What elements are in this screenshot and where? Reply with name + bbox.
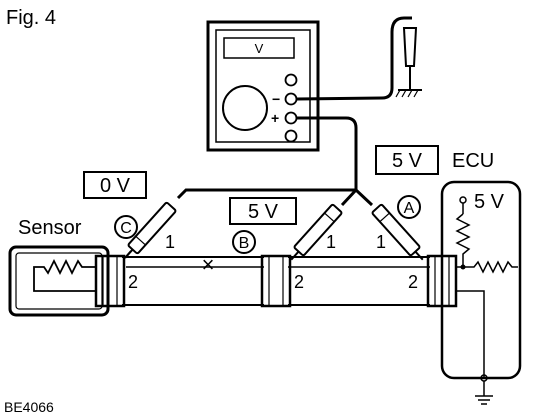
probe-a-marker (397, 195, 421, 219)
reading-a-box (375, 145, 439, 175)
reading-c-box (83, 171, 147, 199)
probe-b-letter: B (239, 235, 250, 252)
probe-c-letter: C (120, 220, 132, 237)
meter-jack-4 (284, 129, 298, 143)
meter-jack-1 (284, 73, 298, 87)
reading-b-box (229, 197, 297, 225)
lead-to-probe-b (340, 188, 358, 207)
ground-probe-handle (402, 27, 418, 67)
probe-c-wire: 1 (165, 232, 175, 252)
connector-detail (379, 212, 390, 223)
figure-label: Fig. 4 (6, 7, 56, 29)
reading-b: 5 V (248, 201, 279, 223)
negative-test-lead (296, 16, 412, 101)
reading-c: 0 V (100, 175, 131, 197)
ecu-label: ECU (452, 150, 494, 172)
voltmeter-body (206, 20, 320, 152)
ground-hatch-1 (395, 89, 401, 98)
probe-a-letter: A (404, 200, 415, 217)
sensor-pin-label: 2 (128, 272, 138, 292)
probe-b-handle (293, 203, 343, 257)
meter-jack-positive (284, 111, 298, 125)
probe-a-wire: 1 (376, 232, 386, 252)
lead-to-probe-c (176, 188, 356, 200)
sensor-body (8, 245, 110, 317)
sensor-connector (94, 254, 126, 308)
sensor-label: Sensor (18, 217, 82, 239)
probe-a-tip (414, 250, 424, 261)
open-circuit-mark: × (202, 252, 215, 277)
probe-a: A 1 (371, 195, 424, 261)
figure-code: BE4066 (4, 399, 54, 415)
probe-c: C 1 (114, 201, 177, 259)
ground-hatch-2 (401, 89, 407, 98)
connector-detail (135, 235, 146, 246)
ecu-input-resistor (456, 260, 518, 274)
minus-sign: − (272, 91, 280, 107)
voltmeter-display (223, 37, 295, 59)
sensor-body-inner (15, 252, 103, 310)
lead-to-probe-a (354, 188, 374, 207)
ecu-unit: 5 V (440, 180, 522, 405)
probe-c-marker (114, 215, 138, 239)
meter-jack-negative (284, 92, 298, 106)
probe-b-tip (290, 250, 300, 261)
probe-b: B 1 (232, 203, 343, 261)
ecu-ground-wire (456, 290, 485, 378)
reading-a: 5 V (392, 150, 423, 172)
ecu-supply-node (459, 196, 467, 204)
voltmeter-dial (222, 85, 268, 131)
voltmeter: V − + (206, 20, 320, 152)
probe-a-handle (371, 203, 421, 257)
plus-sign: + (271, 110, 279, 126)
voltmeter-inner-frame (215, 29, 311, 143)
ground-probe (395, 27, 422, 98)
ground-hatch-3 (407, 89, 413, 98)
connector-b-pin-label: 2 (294, 272, 304, 292)
ecu-pullup-resistor (455, 213, 471, 267)
ground-hatch-4 (413, 89, 419, 98)
harness (122, 256, 430, 306)
probe-c-handle (127, 201, 177, 255)
connector-detail (124, 250, 132, 259)
voltmeter-display-unit: V (255, 41, 264, 56)
ecu-pin-label: 2 (408, 272, 418, 292)
connector-detail (324, 212, 335, 223)
sensor-resistor (33, 258, 96, 292)
ecu-supply-voltage: 5 V (474, 191, 505, 213)
probe-b-wire: 1 (326, 232, 336, 252)
probe-b-marker (232, 230, 256, 254)
positive-test-lead (297, 116, 358, 190)
intermediate-connector (260, 254, 292, 308)
